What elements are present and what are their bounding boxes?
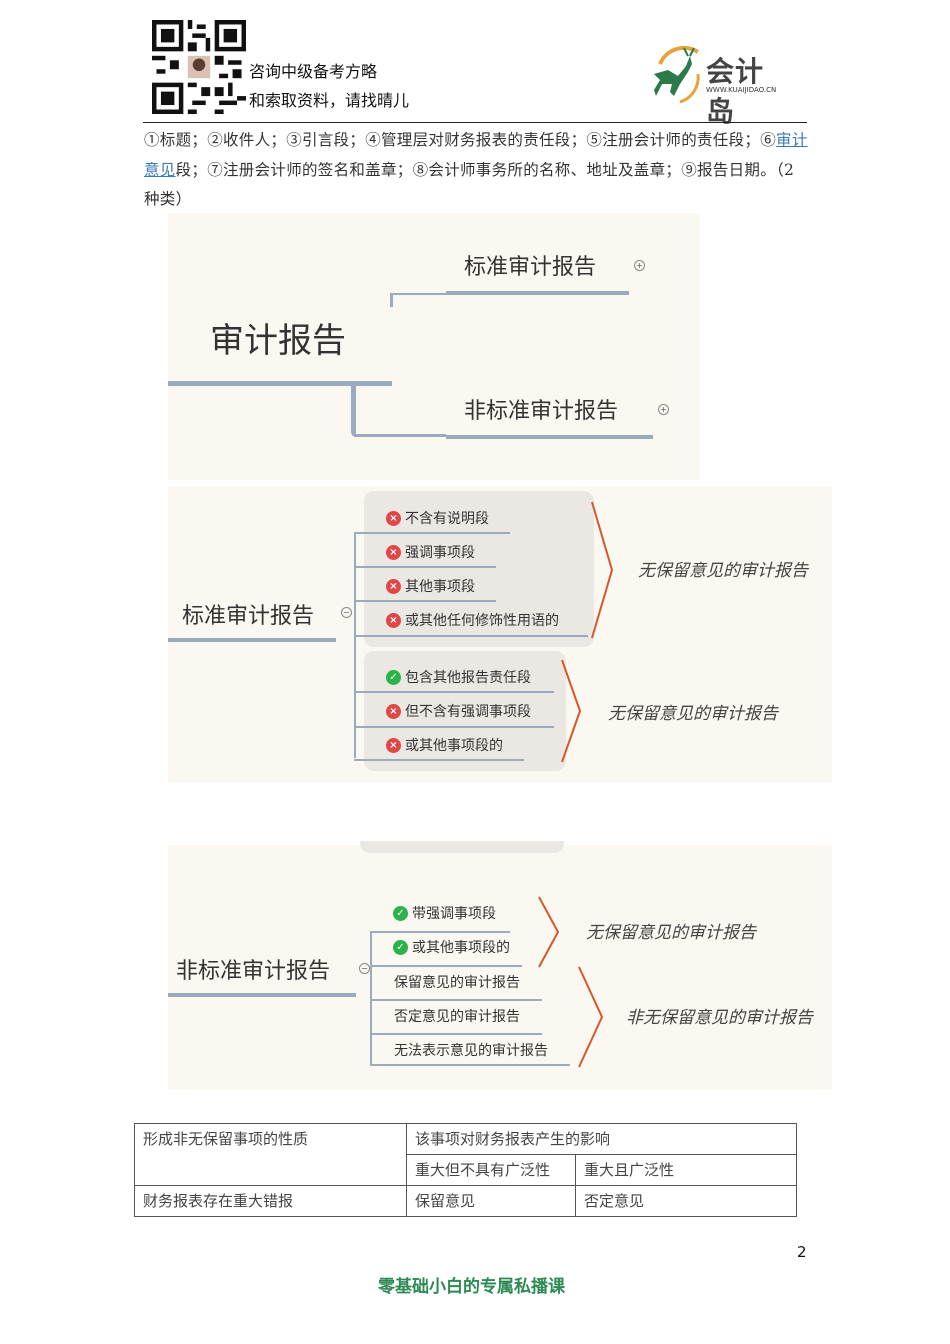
brace-icon [591, 501, 614, 639]
audit-opinion-link[interactable]: 审计意见 [144, 131, 808, 179]
mindmap-audit-report: 审计报告 标准审计报告 + 非标准审计报告 + [168, 213, 700, 480]
intro-part1: ①标题；②收件人；③引言段；④管理层对财务报表的责任段；⑤注册会计师的责任段；⑥ [144, 131, 777, 149]
item-underline [354, 566, 496, 568]
list-item: ×但不含有强调事项段 [386, 701, 531, 721]
deer-logo-icon [654, 45, 700, 104]
list-item: ✓包含其他报告责任段 [386, 667, 531, 687]
opinion-table: 形成非无保留事项的性质 该事项对财务报表产生的影响 重大但不具有广泛性 重大且广… [134, 1123, 797, 1217]
result-label: 无保留意见的审计报告 [638, 561, 808, 581]
cross-icon: × [386, 544, 401, 560]
footer-slogan: 零基础小白的专属私播课 [378, 1277, 565, 1297]
brace-icon [578, 966, 604, 1068]
child-node-standard[interactable]: 标准审计报告 [464, 255, 597, 280]
item-underline [370, 999, 542, 1001]
connector [354, 534, 356, 758]
connector [390, 293, 393, 307]
list-item: 否定意见的审计报告 [394, 1009, 520, 1025]
table-cell: 否定意见 [575, 1185, 797, 1217]
list-item: ✓带强调事项段 [393, 903, 496, 923]
item-underline [354, 635, 588, 637]
root-underline [168, 638, 336, 642]
check-icon: ✓ [393, 905, 408, 921]
item-underline [370, 965, 522, 967]
child-underline [446, 291, 629, 295]
brace-icon [561, 659, 582, 763]
qr-caption-line1: 咨询中级备考方略 [249, 62, 378, 81]
item-underline [354, 726, 554, 728]
root-underline [168, 381, 392, 386]
root-underline [168, 993, 356, 997]
connector [354, 434, 446, 437]
list-item: 无法表示意见的审计报告 [394, 1043, 548, 1059]
item-underline [354, 691, 554, 693]
result-label: 无保留意见的审计报告 [608, 704, 778, 724]
item-underline [370, 1033, 542, 1035]
logo-url: WWW.KUAIJIDAO.CN [706, 86, 777, 94]
collapse-icon[interactable]: − [359, 963, 370, 974]
check-icon: ✓ [393, 939, 408, 955]
mindmap-standard-report: 标准审计报告 − ×不含有说明段 ×强调事项段 ×其他事项段 ×或其他任何修饰性… [168, 486, 832, 782]
cross-icon: × [386, 510, 401, 526]
table-cell: 重大但不具有广泛性 [406, 1154, 576, 1186]
list-item: ×其他事项段 [386, 576, 475, 596]
list-item: ✓或其他事项段的 [393, 937, 510, 957]
condition-group-1 [364, 491, 594, 647]
cross-icon: × [386, 612, 401, 628]
intro-part2: 段；⑦注册会计师的签名和盖章；⑧会计师事务所的名称、地址及盖章；⑨报告日期。（2… [144, 160, 795, 209]
mindmap-nonstandard-report: 非标准审计报告 − ✓带强调事项段 ✓或其他事项段的 保留意见的审计报告 否定意… [168, 841, 832, 1090]
result-label: 非无保留意见的审计报告 [626, 1008, 813, 1028]
connector [370, 931, 372, 1065]
cross-icon: × [386, 703, 401, 719]
table-cell: 重大且广泛性 [575, 1154, 797, 1186]
root-node[interactable]: 标准审计报告 [182, 604, 315, 629]
partial-group [360, 841, 564, 853]
child-node-nonstandard[interactable]: 非标准审计报告 [464, 399, 619, 424]
result-label: 无保留意见的审计报告 [586, 923, 756, 943]
kuaijidao-logo: 会计岛 WWW.KUAIJIDAO.CN [650, 44, 790, 128]
cross-icon: × [386, 578, 401, 594]
expand-icon[interactable]: + [634, 260, 645, 271]
item-underline [370, 1064, 570, 1066]
qr-code-icon [152, 20, 246, 114]
table-cell: 保留意见 [406, 1185, 576, 1217]
table-cell: 财务报表存在重大错报 [134, 1185, 407, 1217]
intro-paragraph: ①标题；②收件人；③引言段；④管理层对财务报表的责任段；⑤注册会计师的责任段；⑥… [144, 126, 808, 215]
table-cell: 该事项对财务报表产生的影响 [406, 1123, 797, 1155]
cross-icon: × [386, 737, 401, 753]
item-underline [354, 759, 524, 761]
list-item: 保留意见的审计报告 [394, 975, 520, 991]
brace-icon [538, 896, 560, 968]
list-item: ×强调事项段 [386, 542, 475, 562]
qr-caption-line2: 和索取资料，请找晴儿 [249, 91, 410, 110]
connector [351, 383, 356, 437]
child-underline [446, 435, 653, 439]
expand-icon[interactable]: + [658, 404, 669, 415]
table-cell: 形成非无保留事项的性质 [134, 1123, 407, 1186]
check-icon: ✓ [386, 669, 401, 685]
root-node[interactable]: 审计报告 [210, 321, 346, 361]
list-item: ×或其他事项段的 [386, 735, 503, 755]
item-underline [354, 532, 510, 534]
list-item: ×不含有说明段 [386, 508, 489, 528]
page-number: 2 [797, 1243, 807, 1261]
root-node[interactable]: 非标准审计报告 [176, 959, 331, 984]
item-underline [354, 600, 496, 602]
connector [390, 293, 450, 295]
collapse-icon[interactable]: − [341, 607, 352, 618]
list-item: ×或其他任何修饰性用语的 [386, 610, 559, 630]
header-divider [143, 122, 807, 123]
item-underline [370, 931, 510, 933]
